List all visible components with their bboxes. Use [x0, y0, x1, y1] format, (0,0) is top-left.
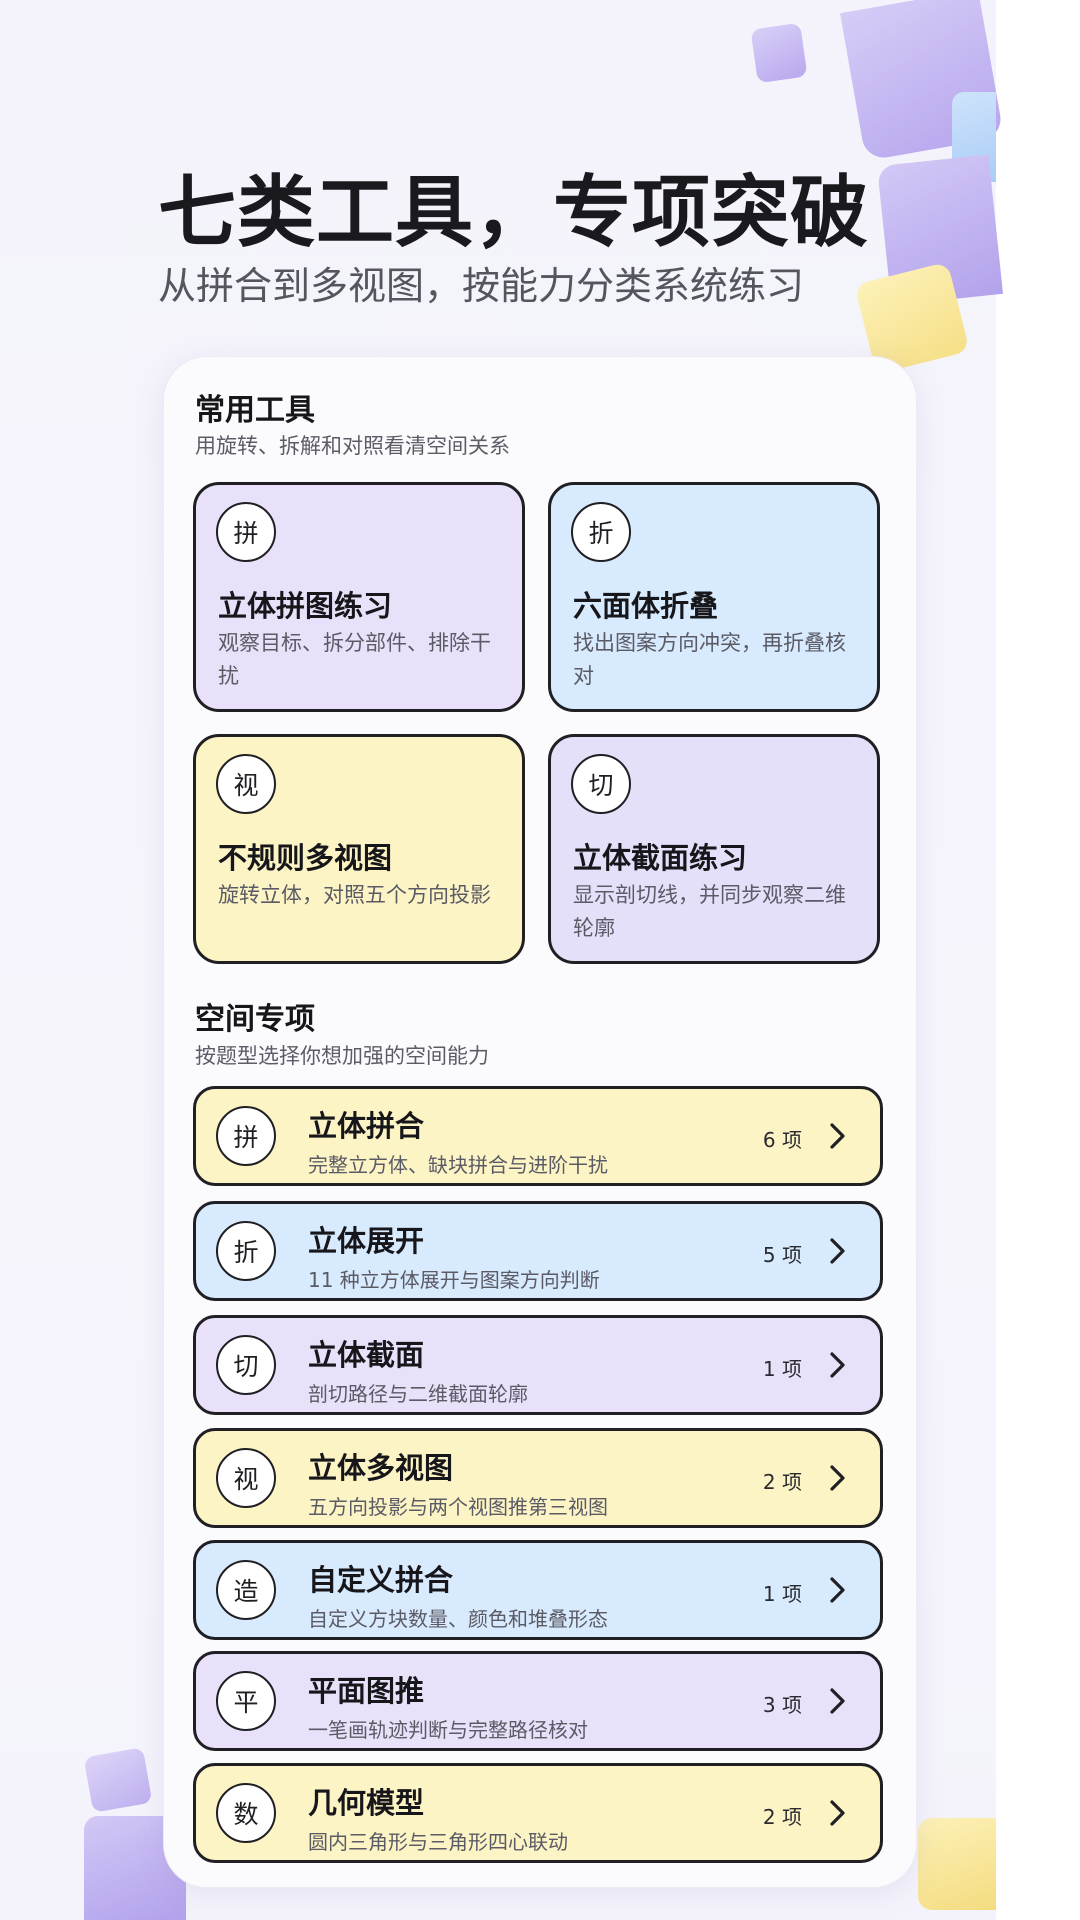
badge-icon: 数 — [216, 1783, 276, 1843]
topic-row-unfold[interactable]: 折 立体展开 11 种立方体展开与图案方向判断 5 项 — [193, 1201, 883, 1301]
topic-desc: 完整立方体、缺块拼合与进阶干扰 — [308, 1153, 608, 1177]
tool-card-desc: 观察目标、拆分部件、排除干扰 — [218, 631, 491, 688]
topic-count: 1 项 — [762, 1357, 802, 1381]
tool-card-title: 立体拼图练习 — [218, 589, 393, 623]
badge-icon: 折 — [216, 1221, 276, 1281]
topic-row-assembly[interactable]: 拼 立体拼合 完整立方体、缺块拼合与进阶干扰 6 项 — [193, 1086, 883, 1186]
chevron-right-icon — [830, 1688, 845, 1714]
badge-icon: 折 — [571, 502, 631, 562]
badge-icon: 视 — [216, 754, 276, 814]
page-subtitle: 从拼合到多视图，按能力分类系统练习 — [158, 264, 805, 308]
tool-card-fold[interactable]: 折 六面体折叠 找出图案方向冲突，再折叠核对 — [548, 482, 880, 712]
topic-title: 自定义拼合 — [308, 1563, 454, 1597]
chevron-right-icon — [830, 1465, 845, 1491]
topic-title: 立体拼合 — [308, 1109, 425, 1143]
cube-decoration — [918, 1818, 996, 1910]
topic-desc: 一笔画轨迹判断与完整路径核对 — [308, 1718, 588, 1742]
topic-count: 1 项 — [762, 1582, 802, 1606]
tool-card-title: 不规则多视图 — [218, 841, 393, 875]
topic-title: 立体展开 — [308, 1224, 425, 1258]
chevron-right-icon — [830, 1800, 845, 1826]
topic-desc: 五方向投影与两个视图推第三视图 — [308, 1495, 608, 1519]
chevron-right-icon — [830, 1123, 845, 1149]
topic-desc: 剖切路径与二维截面轮廓 — [308, 1382, 528, 1406]
topic-row-multiview[interactable]: 视 立体多视图 五方向投影与两个视图推第三视图 2 项 — [193, 1428, 883, 1528]
topic-row-geometry[interactable]: 数 几何模型 圆内三角形与三角形四心联动 2 项 — [193, 1763, 883, 1863]
topic-title: 立体截面 — [308, 1338, 425, 1372]
topic-count: 3 项 — [762, 1693, 802, 1717]
chevron-right-icon — [830, 1238, 845, 1264]
tool-card-desc: 旋转立体，对照五个方向投影 — [218, 883, 491, 907]
tool-card-multiview[interactable]: 视 不规则多视图 旋转立体，对照五个方向投影 — [193, 734, 525, 964]
badge-icon: 平 — [216, 1671, 276, 1731]
topic-title: 几何模型 — [308, 1786, 425, 1820]
topic-count: 5 项 — [762, 1243, 802, 1267]
tool-card-desc: 显示剖切线，并同步观察二维轮廓 — [573, 883, 846, 940]
topic-desc: 自定义方块数量、颜色和堆叠形态 — [308, 1607, 608, 1631]
section-subtitle-spatial-topics: 按题型选择你想加强的空间能力 — [195, 1044, 489, 1068]
badge-icon: 拼 — [216, 502, 276, 562]
section-title-spatial-topics: 空间专项 — [195, 1002, 315, 1037]
badge-icon: 切 — [571, 754, 631, 814]
chevron-right-icon — [830, 1577, 845, 1603]
badge-icon: 拼 — [216, 1106, 276, 1166]
topic-count: 6 项 — [762, 1128, 802, 1152]
page-title: 七类工具，专项突破 — [158, 168, 870, 258]
cube-decoration — [83, 1747, 153, 1813]
tool-card-section[interactable]: 切 立体截面练习 显示剖切线，并同步观察二维轮廓 — [548, 734, 880, 964]
topic-desc: 11 种立方体展开与图案方向判断 — [308, 1268, 600, 1292]
section-subtitle-common-tools: 用旋转、拆解和对照看清空间关系 — [195, 434, 510, 458]
topic-row-plane[interactable]: 平 平面图推 一笔画轨迹判断与完整路径核对 3 项 — [193, 1651, 883, 1751]
topic-count: 2 项 — [762, 1470, 802, 1494]
topic-desc: 圆内三角形与三角形四心联动 — [308, 1830, 568, 1854]
topic-row-custom[interactable]: 造 自定义拼合 自定义方块数量、颜色和堆叠形态 1 项 — [193, 1540, 883, 1640]
topic-title: 立体多视图 — [308, 1451, 454, 1485]
topic-title: 平面图推 — [308, 1674, 425, 1708]
topic-row-section[interactable]: 切 立体截面 剖切路径与二维截面轮廓 1 项 — [193, 1315, 883, 1415]
tool-card-title: 立体截面练习 — [573, 841, 748, 875]
topic-count: 2 项 — [762, 1805, 802, 1829]
section-title-common-tools: 常用工具 — [195, 393, 315, 428]
badge-icon: 切 — [216, 1335, 276, 1395]
tool-card-title: 六面体折叠 — [573, 589, 719, 623]
chevron-right-icon — [830, 1352, 845, 1378]
cube-decoration — [750, 22, 808, 84]
badge-icon: 视 — [216, 1448, 276, 1508]
badge-icon: 造 — [216, 1560, 276, 1620]
right-edge-strip — [996, 0, 1080, 1920]
tool-card-desc: 找出图案方向冲突，再折叠核对 — [573, 631, 846, 688]
tool-card-puzzle[interactable]: 拼 立体拼图练习 观察目标、拆分部件、排除干扰 — [193, 482, 525, 712]
